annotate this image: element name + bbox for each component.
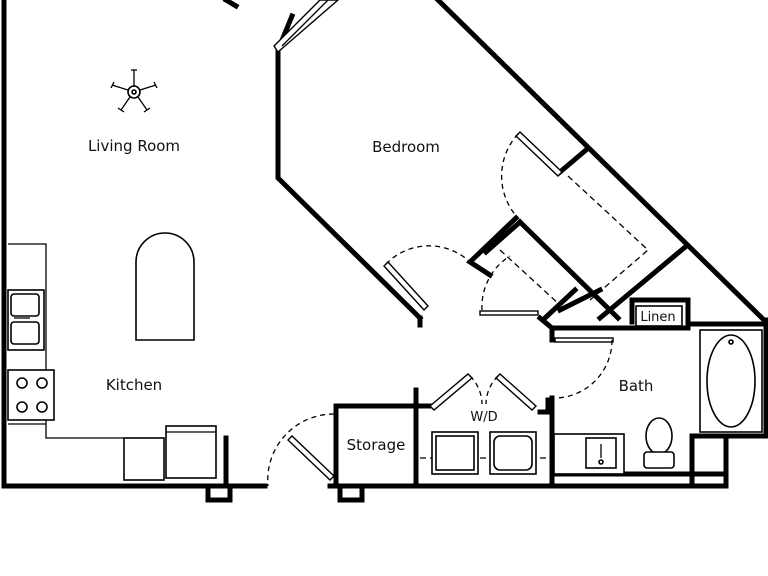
storage-door [267,413,336,487]
bath-door [554,337,614,399]
bathtub-icon [699,329,763,433]
dishwasher [123,437,165,481]
interior-walls [205,12,768,503]
dryer [489,431,537,475]
bedroom-door [383,245,471,312]
closet-door-upper [501,131,564,219]
exterior-walls [1,0,768,489]
label-living-room: Living Room [88,137,180,155]
label-bath: Bath [619,377,654,395]
closet-door-lower [479,255,539,316]
label-storage: Storage [347,436,406,454]
label-linen: Linen [640,310,675,325]
stove-icon [7,369,55,421]
ceiling-fan-icon [110,69,158,113]
top-window [273,0,340,54]
refrigerator [165,425,217,479]
kitchen-counter [8,243,124,439]
kitchen-island [135,232,195,341]
toilet-icon [643,417,675,469]
label-wd: W/D [470,410,497,425]
label-bedroom: Bedroom [372,138,440,156]
wd-doors [428,373,538,411]
washer [431,431,479,475]
bath-vanity-icon [553,433,625,475]
label-kitchen: Kitchen [106,376,162,394]
kitchen-sink-icon [7,289,45,351]
linen-closet [635,305,683,327]
